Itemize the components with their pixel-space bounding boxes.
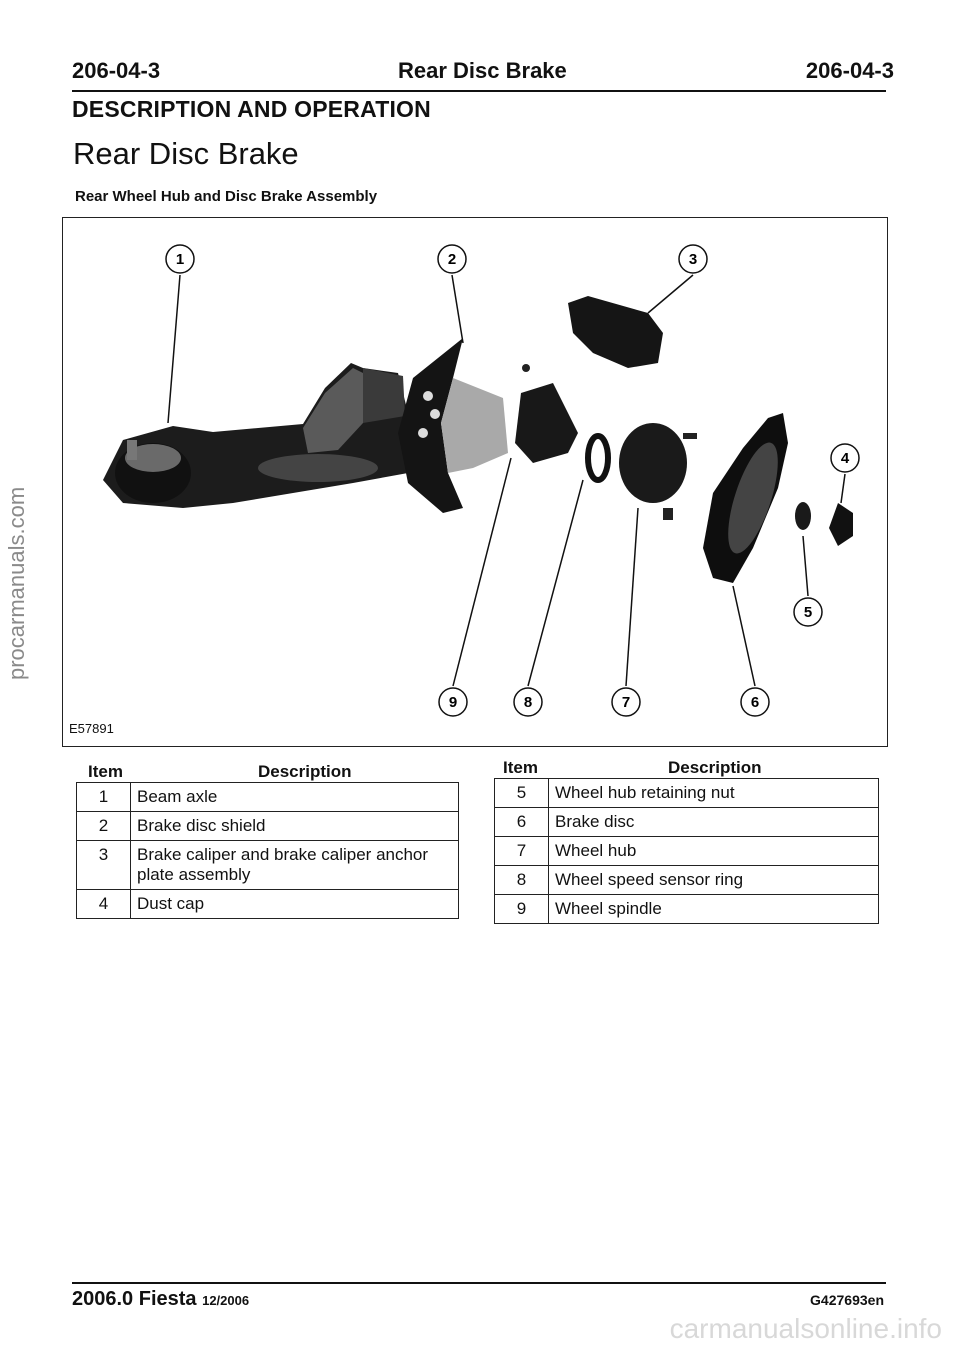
hub-nut-part [795, 502, 811, 530]
wheel-hub-part [619, 423, 687, 503]
figure-subtitle: Rear Wheel Hub and Disc Brake Assembly [75, 188, 378, 205]
exploded-diagram: 1 2 3 4 5 6 7 8 9 E57891 [62, 217, 888, 747]
callout-5: 5 [793, 597, 823, 627]
callout-8: 8 [513, 687, 543, 717]
item-number: 9 [494, 894, 549, 924]
bottom-watermark: carmanualsonline.info [669, 1313, 942, 1344]
svg-text:8: 8 [524, 694, 532, 711]
callout-2: 2 [437, 244, 467, 274]
item-number: 8 [494, 865, 549, 895]
item-number: 3 [76, 840, 131, 890]
table-row: 3 Brake caliper and brake caliper anchor… [76, 840, 459, 890]
callout-6: 6 [740, 687, 770, 717]
footer-model: 2006.0 Fiesta 12/2006 [72, 1288, 249, 1311]
svg-text:5: 5 [804, 604, 812, 621]
table-row: 2 Brake disc shield [76, 811, 459, 841]
callout-7: 7 [611, 687, 641, 717]
dust-cap-part [829, 503, 853, 546]
footer-code: G427693en [810, 1292, 884, 1308]
section-heading: DESCRIPTION AND OPERATION [72, 96, 431, 122]
right-col-item-header: Item [503, 758, 538, 777]
page-title: Rear Disc Brake [73, 136, 299, 171]
item-description: Wheel speed sensor ring [548, 865, 879, 895]
item-description: Brake caliper and brake caliper anchor p… [130, 840, 459, 890]
side-watermark: procarmanuals.com [4, 486, 29, 680]
item-description: Wheel hub retaining nut [548, 778, 879, 808]
footer-rule [72, 1282, 886, 1284]
sensor-ring-part [585, 433, 611, 483]
item-description: Wheel hub [548, 836, 879, 866]
callout-3: 3 [678, 244, 708, 274]
table-row: 8 Wheel speed sensor ring [494, 865, 879, 895]
header-rule [72, 90, 886, 92]
diagram-artwork: 1 2 3 4 5 6 7 8 9 [103, 244, 860, 717]
item-description: Brake disc shield [130, 811, 459, 841]
table-row: 7 Wheel hub [494, 836, 879, 866]
brake-shield-part [398, 338, 463, 513]
table-row: 5 Wheel hub retaining nut [494, 778, 879, 808]
svg-text:1: 1 [176, 251, 184, 268]
left-item-table: 1 Beam axle 2 Brake disc shield 3 Brake … [76, 782, 459, 919]
item-number: 6 [494, 807, 549, 837]
svg-text:7: 7 [622, 694, 630, 711]
svg-text:2: 2 [448, 251, 456, 268]
table-row: 1 Beam axle [76, 782, 459, 812]
item-number: 5 [494, 778, 549, 808]
item-description: Beam axle [130, 782, 459, 812]
svg-text:4: 4 [841, 450, 850, 467]
table-row: 9 Wheel spindle [494, 894, 879, 924]
svg-text:9: 9 [449, 694, 457, 711]
header-code-left: 206-04-3 [72, 58, 161, 83]
right-col-desc-header: Description [668, 758, 762, 777]
footer-date: 12/2006 [202, 1293, 250, 1308]
footer-model-name: 2006.0 Fiesta [72, 1288, 197, 1310]
svg-text:6: 6 [751, 694, 759, 711]
caliper-part [568, 296, 663, 368]
table-row: 6 Brake disc [494, 807, 879, 837]
callout-1: 1 [165, 244, 195, 274]
header-code-right: 206-04-3 [805, 58, 894, 83]
item-description: Brake disc [548, 807, 879, 837]
figure-id: E57891 [69, 721, 114, 736]
callout-4: 4 [830, 443, 860, 473]
left-col-item-header: Item [88, 762, 123, 781]
item-number: 7 [494, 836, 549, 866]
table-row: 4 Dust cap [76, 889, 459, 919]
svg-text:3: 3 [689, 251, 697, 268]
item-number: 1 [76, 782, 131, 812]
item-description: Wheel spindle [548, 894, 879, 924]
item-description: Dust cap [130, 889, 459, 919]
left-col-desc-header: Description [258, 762, 352, 781]
header-title: Rear Disc Brake [398, 58, 567, 83]
item-number: 4 [76, 889, 131, 919]
item-number: 2 [76, 811, 131, 841]
callout-9: 9 [438, 687, 468, 717]
right-item-table: 5 Wheel hub retaining nut 6 Brake disc 7… [494, 778, 879, 924]
